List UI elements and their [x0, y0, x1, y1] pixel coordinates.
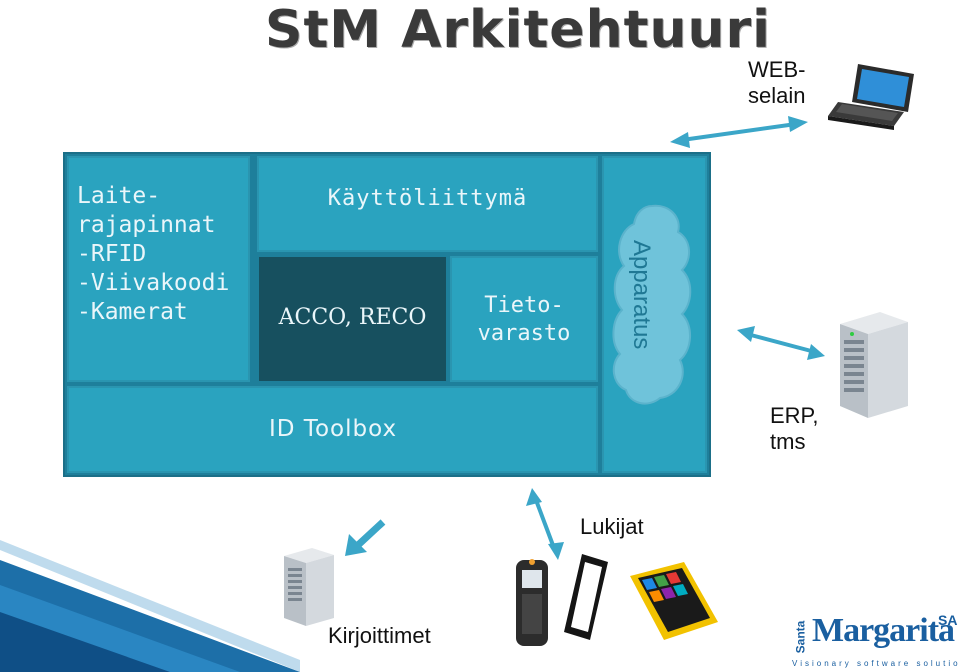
handheld-scanner-icon — [516, 559, 548, 646]
panel-data-storage: Tieto- varasto — [450, 256, 598, 382]
printers-label: Kirjoittimet — [328, 623, 431, 648]
readers-label: Lukijat — [580, 514, 644, 539]
interfaces-text: Laite- rajapinnat -RFID -Viivakoodi -Kam… — [77, 183, 230, 325]
toolbox-label: ID Toolbox — [269, 416, 398, 442]
erp-label: ERP, tms — [770, 403, 819, 454]
panel-acco-reco: ACCO, RECO — [259, 257, 446, 381]
arrow-web — [670, 116, 808, 148]
panel-id-toolbox: ID Toolbox — [67, 386, 598, 473]
arrow-erp — [737, 326, 825, 360]
smartphone-icon — [630, 562, 718, 640]
tablet-icon — [564, 554, 608, 640]
logo-tagline: Visionary software solutions — [792, 659, 959, 668]
arrow-printers — [345, 519, 386, 556]
logo-word-santa: Santa — [793, 620, 808, 654]
decorative-stripes — [0, 540, 300, 672]
company-logo: Santa Margarita SA Visionary software so… — [790, 612, 959, 672]
printer-server-icon — [284, 548, 334, 626]
page-title: StM Arkitehtuuri — [265, 0, 771, 60]
storage-label: Tieto- varasto — [477, 293, 571, 346]
acco-reco-label: ACCO, RECO — [278, 305, 427, 330]
cloud-shape — [612, 204, 692, 405]
laptop-icon — [828, 64, 914, 130]
panel-device-interfaces: Laite- rajapinnat -RFID -Viivakoodi -Kam… — [67, 156, 250, 382]
logo-word-margarita: Margarita — [812, 612, 955, 649]
server-icon — [840, 312, 908, 418]
panel-ui: Käyttöliittymä — [257, 156, 598, 252]
arrow-readers — [526, 488, 564, 560]
ui-label: Käyttöliittymä — [327, 186, 528, 211]
logo-suffix: SA — [938, 612, 958, 628]
web-browser-label: WEB- selain — [748, 57, 806, 108]
